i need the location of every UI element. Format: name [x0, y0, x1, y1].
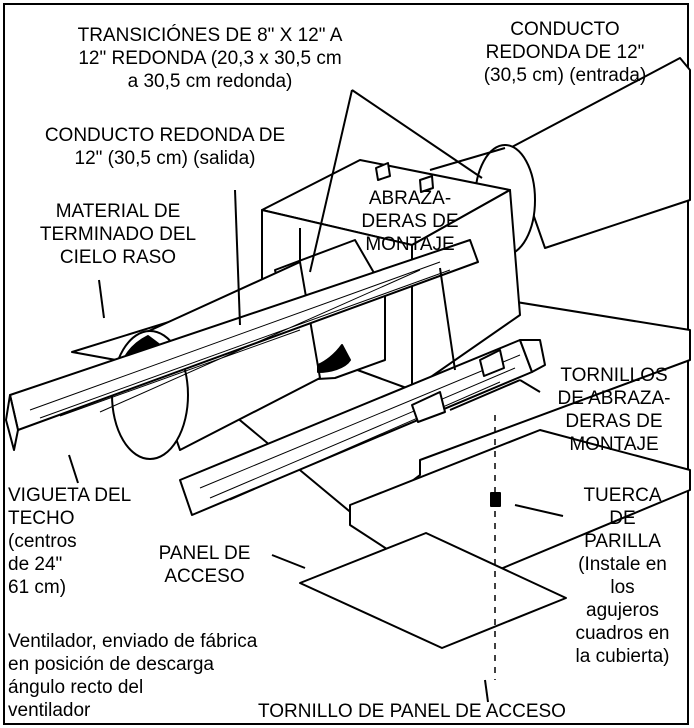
- joist-label-line-1: VIGUETA DEL: [8, 485, 132, 506]
- ceiling-material-label-line-2: TERMINADO DEL: [39, 224, 197, 245]
- inlet-duct-label-line-1: CONDUCTO: [510, 19, 620, 40]
- transitions-label-line-3: a 30,5 cm redonda): [127, 71, 293, 92]
- ceiling-material-label: MATERIAL DE TERMINADO DEL CIELO RASO: [18, 200, 218, 269]
- inlet-duct-label: CONDUCTO REDONDA DE 12" (30,5 cm) (entra…: [445, 18, 685, 87]
- bracket-screws-label: TORNILLOS DE ABRAZA- DERAS DE MONTAJE: [540, 364, 688, 456]
- ceiling-material-label-line-3: CIELO RASO: [59, 247, 177, 268]
- grille-nut-label-line-2: DE: [609, 508, 636, 529]
- joist-label: VIGUETA DEL TECHO (centros de 24" 61 cm): [8, 484, 178, 599]
- diagram-border: [3, 3, 689, 725]
- ceiling-material-label-line-1: MATERIAL DE: [55, 201, 181, 222]
- joist-label-line-5: 61 cm): [8, 577, 67, 598]
- joist-label-line-4: de 24": [8, 554, 63, 575]
- panel-screw-label: TORNILLO DE PANEL DE ACCESO: [258, 701, 566, 722]
- inlet-duct-label-line-3: (30,5 cm) (entrada): [483, 65, 647, 86]
- fan-note-line-2: en posición de descarga: [8, 654, 214, 675]
- access-panel-label-line-1: PANEL DE: [158, 543, 251, 564]
- transitions-label-line-2: 12" REDONDA (20,3 x 30,5 cm: [78, 48, 342, 69]
- mounting-brackets-label-line-2: DERAS DE: [361, 211, 459, 232]
- transitions-label-line-1: TRANSICIÓNES DE 8" X 12" A: [77, 25, 343, 46]
- grille-nut-label-line-6: agujeros: [586, 600, 659, 621]
- outlet-duct-label-line-1: CONDUCTO REDONDA DE: [44, 125, 286, 146]
- grille-nut-label-line-8: la cubierta): [575, 646, 670, 667]
- outlet-duct-label-line-2: 12" (30,5 cm) (salida): [74, 148, 256, 169]
- fan-housing-side: [411, 189, 521, 391]
- mounting-brackets-label-line-1: ABRAZA-: [368, 188, 452, 209]
- joist-label-line-2: TECHO: [8, 508, 75, 529]
- bracket-screws-label-line-2: DE ABRAZA-: [557, 388, 671, 409]
- fan-note: Ventilador, enviado de fábrica en posici…: [8, 630, 368, 722]
- fan-note-line-3: ángulo recto del: [8, 677, 144, 698]
- bracket-screws-label-line-3: DERAS DE: [565, 411, 663, 432]
- fan-note-line-1: Ventilador, enviado de fábrica: [8, 631, 258, 652]
- grille-nut-label-line-7: cuadros en: [575, 623, 670, 644]
- access-panel-label-line-2: ACCESO: [164, 566, 245, 587]
- bracket-screws-label-line-1: TORNILLOS: [560, 365, 668, 386]
- mounting-bracket: [411, 391, 446, 423]
- grille-nut-label-line-1: TUERCA: [583, 485, 662, 506]
- grille-nut-label-line-4: (Instale en: [578, 554, 667, 575]
- grille-nut-label-line-5: los: [610, 577, 635, 598]
- access-panel-label: PANEL DE ACCESO: [142, 542, 267, 588]
- fan-note-line-4: ventilador: [8, 700, 91, 721]
- access-panel: [299, 532, 567, 649]
- bracket-screws-label-line-4: MONTAJE: [569, 434, 659, 455]
- mounting-brackets-label-line-3: MONTAJE: [365, 234, 455, 255]
- grille-nut-label: TUERCA DE PARILLA (Instale en los agujer…: [555, 484, 690, 668]
- inlet-duct: [509, 57, 691, 249]
- outlet-duct-label: CONDUCTO REDONDA DE 12" (30,5 cm) (salid…: [20, 124, 310, 170]
- grille-nut-label-line-3: PARILLA: [584, 531, 661, 552]
- inlet-duct-label-line-2: REDONDA DE 12": [485, 42, 645, 63]
- grille-nut: [490, 492, 501, 507]
- transitions-label: TRANSICIÓNES DE 8" X 12" A 12" REDONDA (…: [45, 24, 375, 93]
- joist-label-line-3: (centros: [8, 531, 77, 552]
- mounting-brackets-label: ABRAZA- DERAS DE MONTAJE: [345, 187, 475, 256]
